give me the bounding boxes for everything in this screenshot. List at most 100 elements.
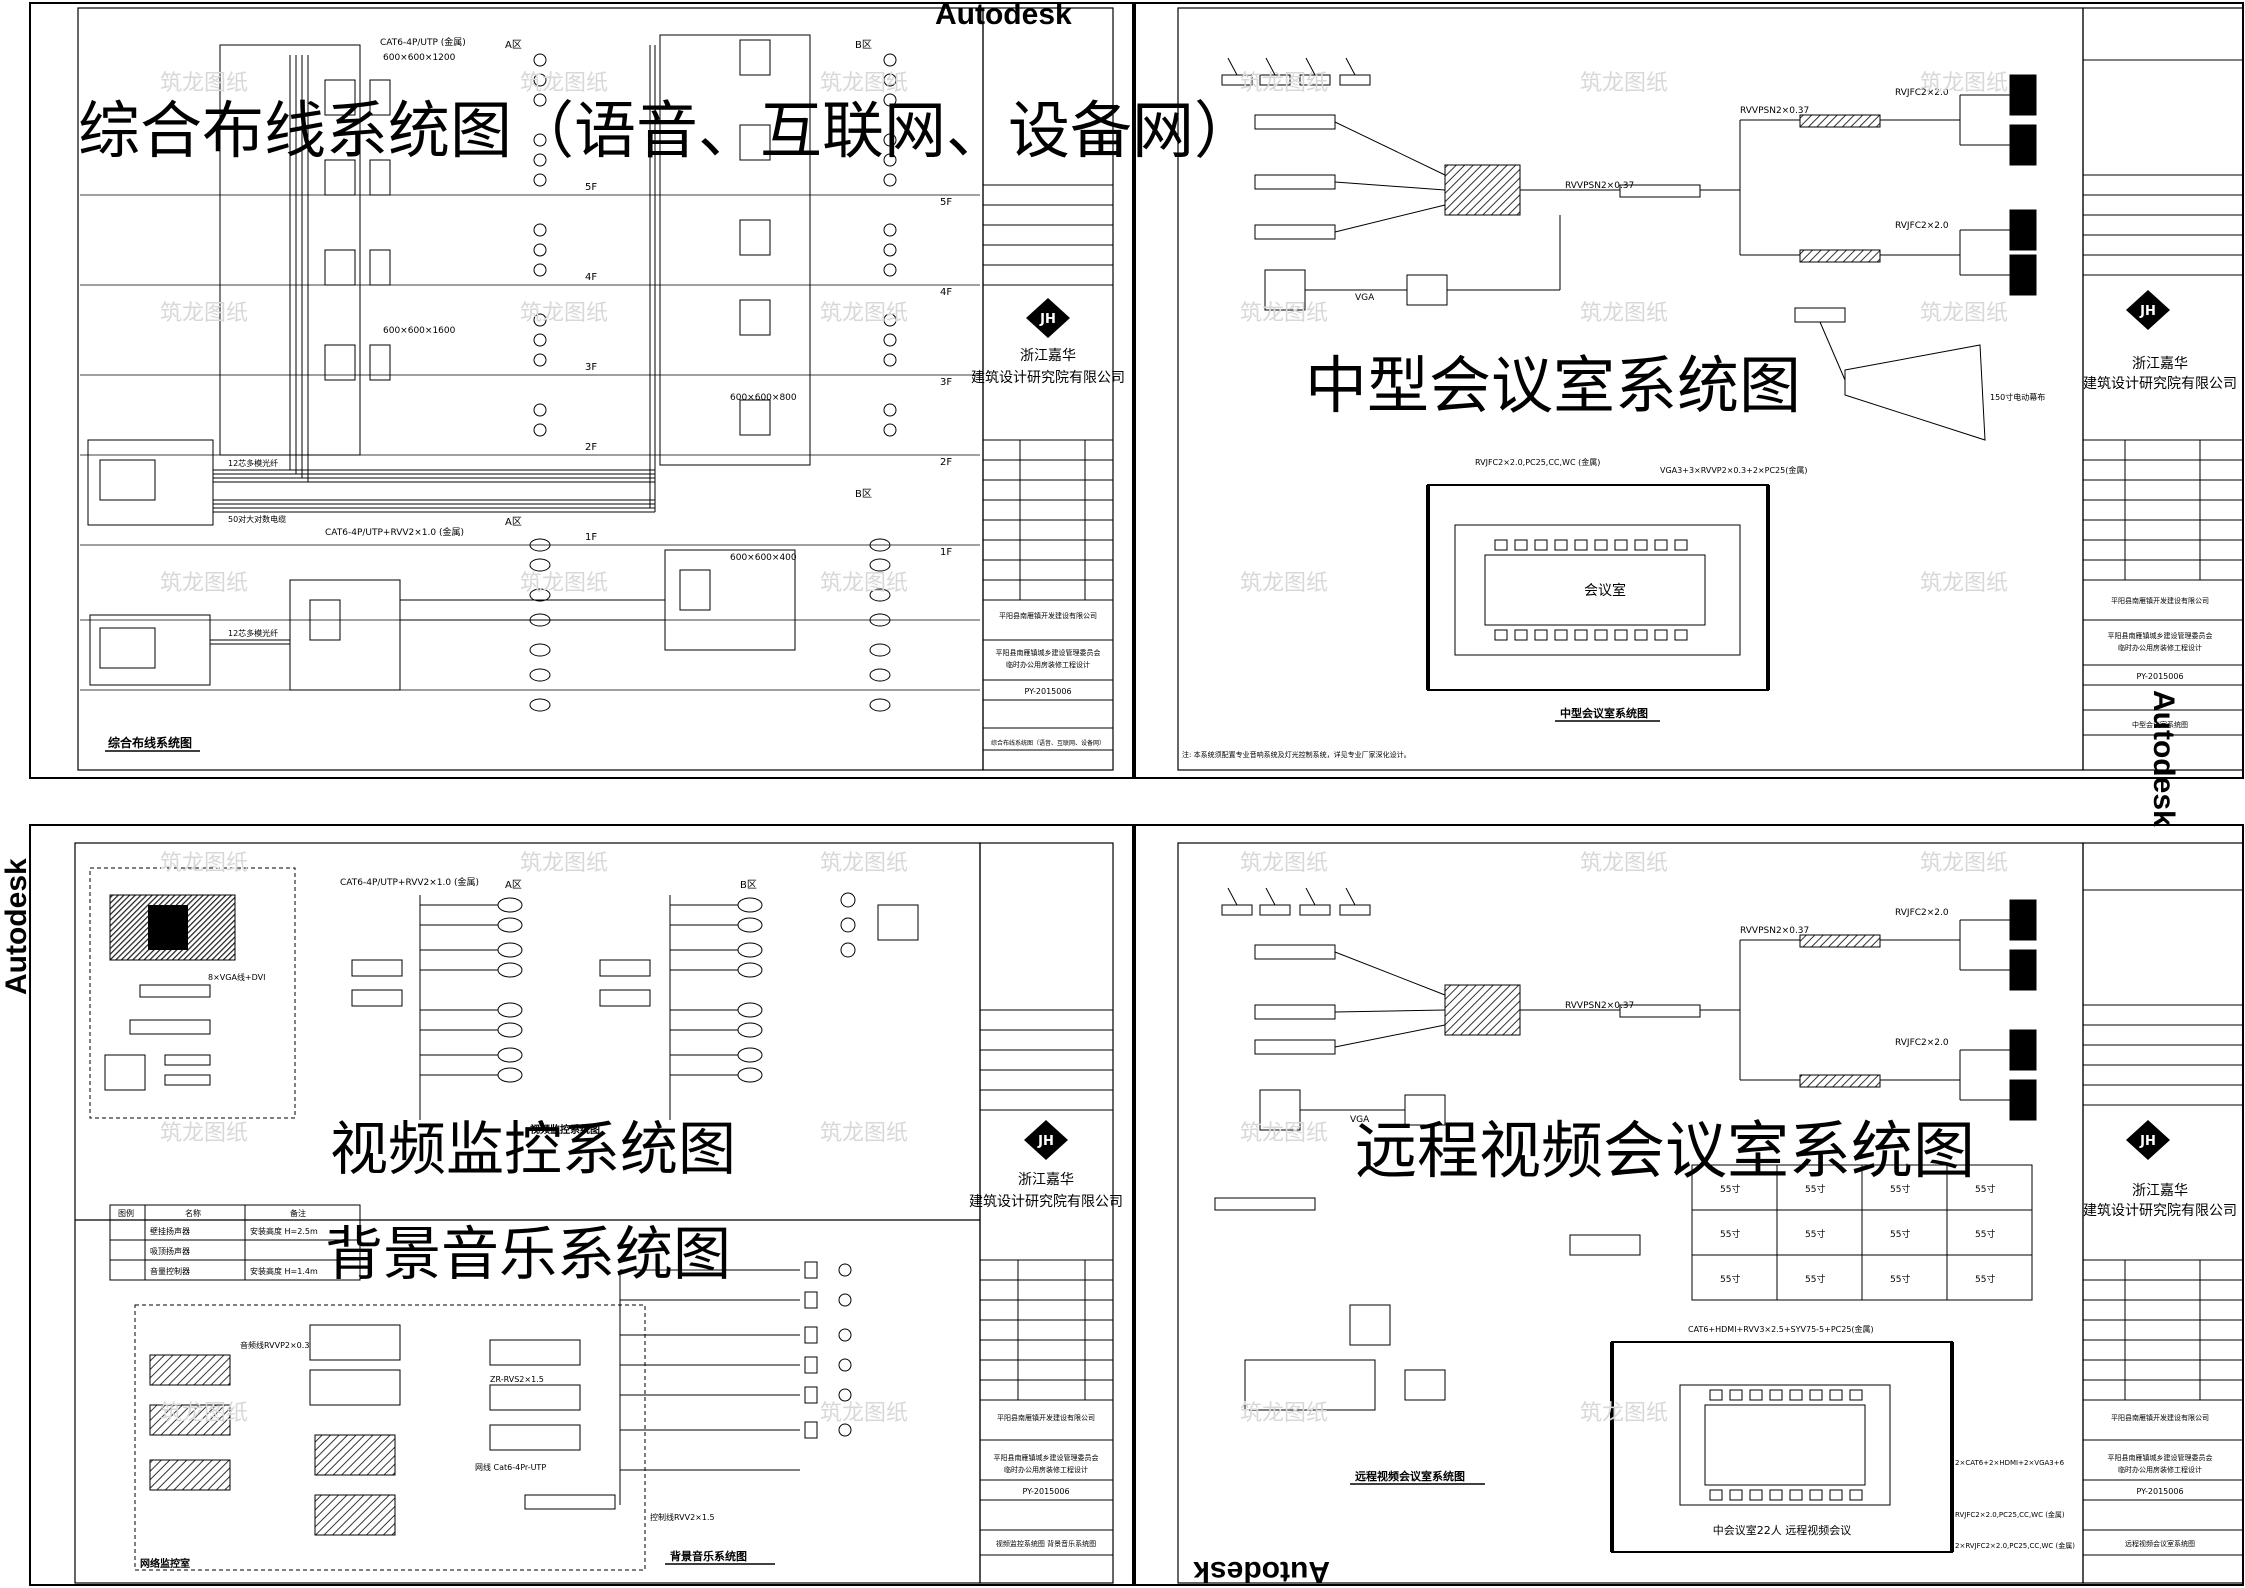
- owner-name: 平阳县南雁镇开发建设有限公司: [997, 1413, 1095, 1422]
- svg-text:图例: 图例: [118, 1208, 134, 1218]
- overlay-title-medium-conf: 中型会议室系统图: [1305, 349, 1802, 422]
- project-line-1: 平阳县南雁镇城乡建设管理委员会: [994, 1453, 1099, 1462]
- cable-rvvpsn: RVVPSN2×0.37: [1565, 1001, 1634, 1011]
- cable-vga: VGA: [1350, 1115, 1370, 1125]
- title-block: JH 浙江嘉华 建筑设计研究院有限公司 平阳县南雁镇开发建设有限公司 平阳县南雁…: [2082, 7, 2244, 771]
- company-logo: JH: [2126, 1120, 2170, 1160]
- screen-cells: 55寸 55寸 55寸 55寸 55寸 55寸 55寸 55寸 55寸 55寸 …: [1720, 1183, 1995, 1285]
- rack-a-size: 600×600×1200: [383, 53, 456, 63]
- svg-text:1F: 1F: [585, 532, 597, 543]
- cable-network: 网线 Cat6-4Pr-UTP: [475, 1462, 546, 1472]
- project-line-1: 平阳县南雁镇城乡建设管理委员会: [996, 648, 1101, 657]
- svg-text:55寸: 55寸: [1975, 1183, 1995, 1195]
- bgm-equipment: [149, 1261, 852, 1536]
- svg-text:4F: 4F: [940, 287, 952, 298]
- svg-text:55寸: 55寸: [1890, 1228, 1910, 1240]
- cable-rvvpsn-2: RVVPSN2×0.37: [1740, 106, 1809, 116]
- floor-labels-left: 5F 4F 3F 2F 1F: [585, 182, 597, 543]
- sheet-number: PY-2015006: [1022, 1487, 1069, 1496]
- cable-rvvpsn-2: RVVPSN2×0.37: [1740, 926, 1809, 936]
- rack-b-size: 600×600×1600: [383, 326, 456, 336]
- owner-name: 平阳县南雁镇开发建设有限公司: [2111, 1413, 2209, 1422]
- svg-text:筑龙图纸: 筑龙图纸: [820, 1121, 908, 1146]
- overlay-title-bgm: 背景音乐系统图: [325, 1220, 732, 1288]
- cable-rvjfc-2: RVJFC2×2.0: [1895, 221, 1949, 231]
- svg-text:筑龙图纸: 筑龙图纸: [160, 571, 248, 596]
- svg-text:筑龙图纸: 筑龙图纸: [820, 301, 908, 326]
- svg-text:安装高度 H=1.4m: 安装高度 H=1.4m: [250, 1266, 318, 1276]
- svg-text:音量控制器: 音量控制器: [150, 1266, 190, 1276]
- overlay-title-surveillance: 视频监控系统图: [330, 1115, 737, 1183]
- svg-text:3F: 3F: [940, 377, 952, 388]
- drawing-name: 综合布线系统图（语音、互联网、设备网）: [991, 739, 1105, 747]
- svg-text:55寸: 55寸: [1890, 1273, 1910, 1285]
- cable-rvjfc: RVJFC2×2.0: [1895, 908, 1949, 918]
- svg-text:55寸: 55寸: [1805, 1273, 1825, 1285]
- svg-text:筑龙图纸: 筑龙图纸: [1240, 1401, 1328, 1426]
- remote-conference-diagram: [1214, 887, 2037, 1553]
- brand-stamp-bottom: Autodesk: [1193, 1555, 1330, 1588]
- svg-text:55寸: 55寸: [1975, 1273, 1995, 1285]
- legend-1: 2×CAT6+2×HDMI+2×VGA3+6: [1955, 1459, 2065, 1467]
- note: 注: 本系统须配置专业音响系统及灯光控制系统，详见专业厂家深化设计。: [1182, 750, 1411, 759]
- cable-spec-a: CAT6-4P/UTP (金属): [380, 36, 466, 48]
- svg-text:筑龙图纸: 筑龙图纸: [520, 571, 608, 596]
- cable-spec-plan-2: VGA3+3×RVVP2×0.3+2×PC25(金属): [1660, 465, 1807, 475]
- project-line-2: 临时办公用房装修工程设计: [2118, 643, 2202, 652]
- brand-stamp-right: Autodesk: [2147, 690, 2180, 827]
- microphone-row: [1221, 57, 2037, 691]
- building-b: B区: [740, 879, 757, 891]
- drawing-title-2: 中型会议室系统图: [1560, 706, 1648, 720]
- rack-c-size: 600×600×800: [730, 393, 797, 403]
- cable-12-label-2: 12芯多模光纤: [228, 628, 278, 638]
- svg-text:筑龙图纸: 筑龙图纸: [820, 571, 908, 596]
- svg-text:筑龙图纸: 筑龙图纸: [1920, 71, 2008, 96]
- project-line-2: 临时办公用房装修工程设计: [1006, 660, 1090, 669]
- company-name-2: 建筑设计研究院有限公司: [2083, 1203, 2237, 1219]
- building-a-2: A区: [505, 516, 522, 528]
- legend-table: [109, 1204, 361, 1281]
- project-line-2: 临时办公用房装修工程设计: [1004, 1465, 1088, 1474]
- cable-zr: ZR-RVS2×1.5: [490, 1375, 544, 1384]
- svg-text:筑龙图纸: 筑龙图纸: [1920, 851, 2008, 876]
- sheet-number: PY-2015006: [2136, 1487, 2183, 1496]
- svg-text:安装高度 H=2.5m: 安装高度 H=2.5m: [250, 1226, 318, 1236]
- svg-text:筑龙图纸: 筑龙图纸: [1240, 1121, 1328, 1146]
- monitor-room: 网络监控室: [140, 1557, 190, 1570]
- svg-text:筑龙图纸: 筑龙图纸: [820, 71, 908, 96]
- svg-text:筑龙图纸: 筑龙图纸: [1580, 851, 1668, 876]
- svg-text:4F: 4F: [585, 272, 597, 283]
- svg-text:筑龙图纸: 筑龙图纸: [1920, 571, 2008, 596]
- watermarks: 筑龙图纸筑龙图纸 筑龙图纸筑龙图纸 筑龙图纸筑龙图纸 筑龙图纸筑龙图纸 筑龙图纸…: [160, 71, 2008, 1426]
- title-block: JH 浙江嘉华 建筑设计研究院有限公司 平阳县南雁镇开发建设有限公司 平阳县南雁…: [971, 7, 1125, 771]
- drawing-title-surv: 视频监控系统图: [530, 1123, 600, 1136]
- svg-text:2F: 2F: [940, 457, 952, 468]
- sheet-number: PY-2015006: [2136, 672, 2183, 681]
- svg-text:吸顶扬声器: 吸顶扬声器: [150, 1246, 190, 1256]
- svg-text:筑龙图纸: 筑龙图纸: [1580, 301, 1668, 326]
- cable-50-label: 50对大对数电缆: [228, 514, 286, 524]
- svg-text:筑龙图纸: 筑龙图纸: [820, 1401, 908, 1426]
- project-line-2: 临时办公用房装修工程设计: [2118, 1465, 2202, 1474]
- svg-text:55寸: 55寸: [1805, 1183, 1825, 1195]
- svg-text:1F: 1F: [940, 547, 952, 558]
- cable-spec-plan: RVJFC2×2.0,PC25,CC,WC (金属): [1475, 457, 1600, 467]
- svg-text:55寸: 55寸: [1805, 1228, 1825, 1240]
- svg-text:55寸: 55寸: [1720, 1183, 1740, 1195]
- svg-text:筑龙图纸: 筑龙图纸: [520, 851, 608, 876]
- svg-text:JH: JH: [2139, 1134, 2156, 1149]
- remote-room-chairs: [1709, 1389, 1863, 1501]
- building-b-2: B区: [855, 488, 872, 500]
- cable-spec-b: CAT6-4P/UTP+RVV2×1.0 (金属): [325, 526, 464, 538]
- sheet-number: PY-2015006: [1024, 687, 1071, 696]
- legend-3: 2×RVJFC2×2.0,PC25,CC,WC (金属): [1955, 1541, 2075, 1550]
- svg-text:壁挂扬声器: 壁挂扬声器: [150, 1226, 190, 1236]
- drawing-name: 远程视频会议室系统图: [2125, 1539, 2195, 1548]
- drawing-title-4: 远程视频会议室系统图: [1355, 1469, 1465, 1483]
- company-name-1: 浙江嘉华: [2132, 1183, 2188, 1199]
- screen-label: 150寸电动幕布: [1990, 392, 2045, 402]
- svg-text:3F: 3F: [585, 362, 597, 373]
- drawing-name: 视频监控系统图 背景音乐系统图: [996, 1539, 1096, 1548]
- svg-text:筑龙图纸: 筑龙图纸: [160, 1401, 248, 1426]
